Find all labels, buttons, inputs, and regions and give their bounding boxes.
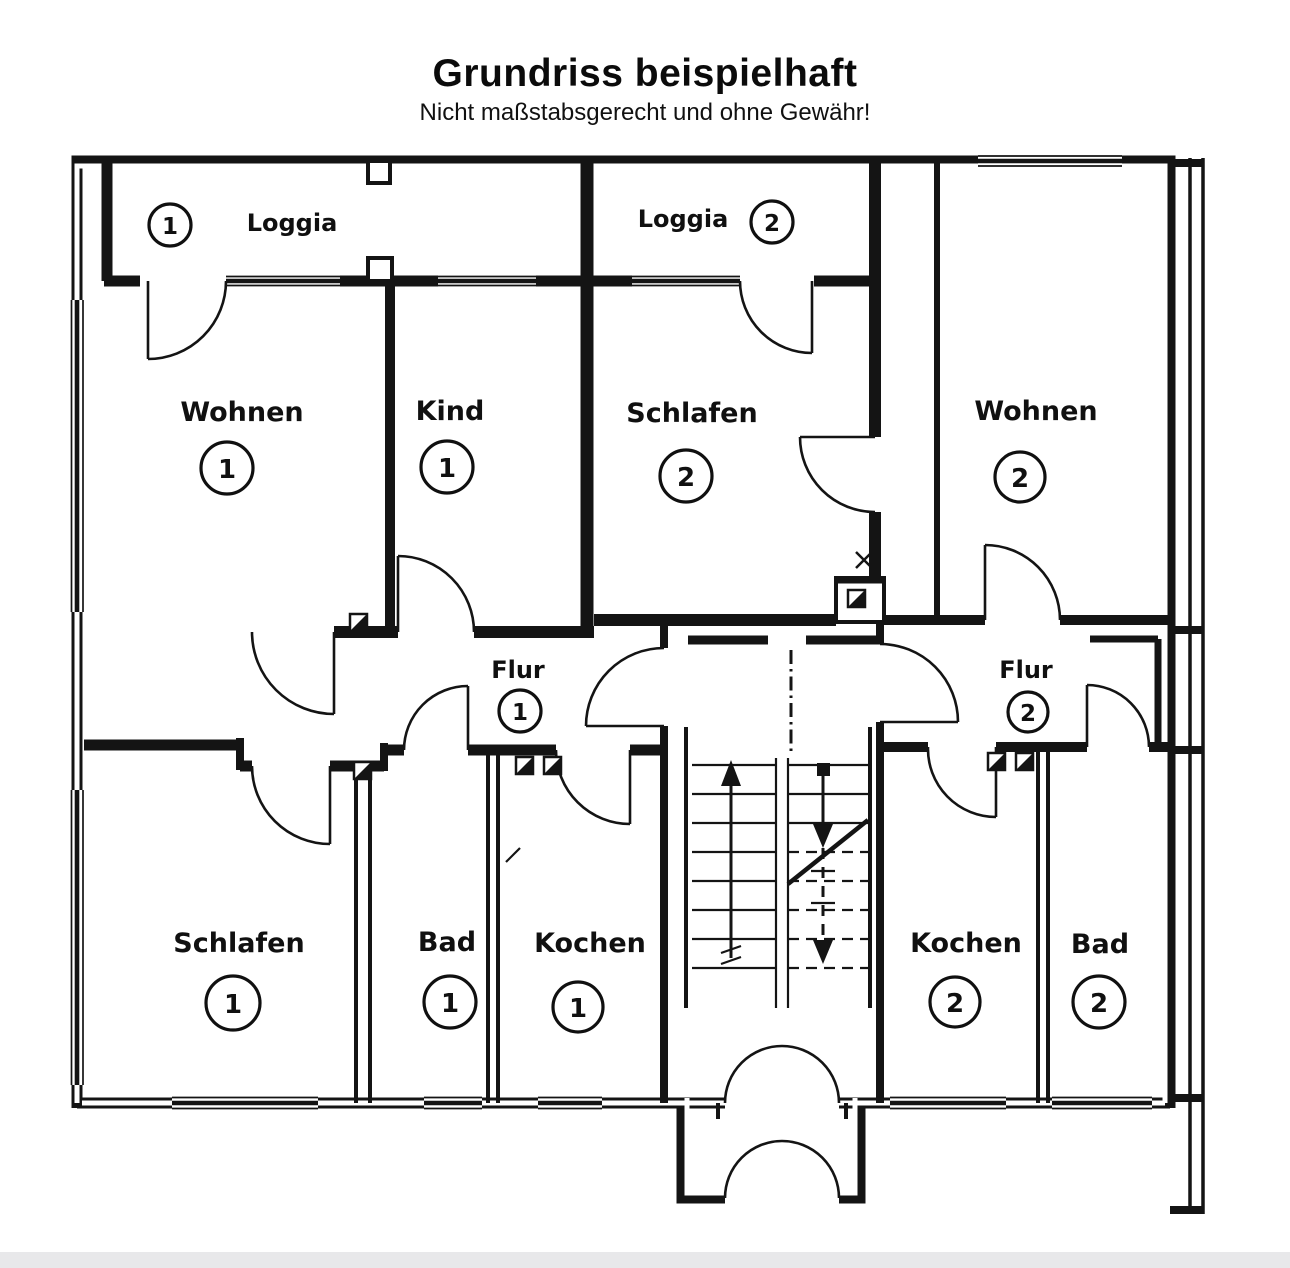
door-landing-flur1 [584, 646, 665, 728]
svg-text:Bad: Bad [418, 927, 476, 958]
door-flur1-kochen1 [554, 749, 632, 826]
door-flur2-bad2 [1085, 683, 1151, 748]
svg-text:Loggia: Loggia [638, 205, 729, 233]
stairs-up-arrow [720, 760, 742, 966]
meter-icon [1014, 751, 1035, 772]
room-label-wohnen1: Wohnen 1 [180, 397, 304, 496]
meter-icon [846, 588, 867, 609]
stair-break-line [786, 818, 870, 886]
door-flur1-bad1 [402, 684, 470, 751]
svg-text:1: 1 [512, 700, 528, 726]
room-label-schlafen2: Schlafen 2 [626, 398, 758, 504]
svg-text:2: 2 [1011, 464, 1029, 494]
scan-bottom-bar [0, 1252, 1290, 1268]
staircase [692, 650, 870, 1008]
svg-text:Bad: Bad [1071, 929, 1129, 960]
room-label-kind1: Kind 1 [416, 396, 485, 495]
room-label-wohnen2: Wohnen 2 [974, 396, 1098, 504]
svg-text:1: 1 [569, 994, 587, 1024]
door-flur1-schlafen1 [250, 765, 332, 846]
svg-text:Wohnen: Wohnen [180, 397, 303, 428]
meter-icon [348, 612, 369, 633]
page-title: Grundriss beispielhaft [432, 52, 858, 95]
door-kind1-flur1 [396, 554, 476, 633]
room-label-loggia1: 1 Loggia [147, 202, 338, 248]
svg-text:1: 1 [438, 454, 456, 484]
door-flur2-wohnen2 [983, 543, 1062, 621]
adjacent-building-walls [1170, 158, 1205, 1214]
room-label-flur2: Flur 2 [999, 656, 1053, 734]
room-label-bad2: Bad 2 [1071, 929, 1129, 1030]
svg-text:2: 2 [764, 211, 780, 237]
door-wohnen1-flur1 [250, 631, 336, 716]
meter-icon [542, 755, 563, 776]
meter-icon [514, 755, 535, 776]
door-flur2-kochen2 [926, 746, 998, 819]
svg-text:2: 2 [677, 463, 695, 493]
door-loggia2-schlafen2 [738, 280, 814, 355]
svg-text:Schlafen: Schlafen [626, 398, 757, 429]
svg-text:Kochen: Kochen [534, 928, 646, 959]
stairs-down-arrow [811, 763, 835, 964]
room-label-schlafen1: Schlafen 1 [173, 928, 305, 1032]
page-subtitle: Nicht maßstabsgerecht und ohne Gewähr! [419, 99, 871, 126]
wall-x-mark [855, 551, 873, 569]
door-landing-flur2 [879, 642, 960, 724]
svg-text:Flur: Flur [999, 656, 1053, 684]
svg-text:Wohnen: Wohnen [974, 396, 1097, 427]
room-label-bad1: Bad 1 [418, 927, 478, 1030]
room-label-flur1: Flur 1 [491, 656, 545, 734]
svg-text:1: 1 [218, 455, 236, 485]
room-label-loggia2: Loggia 2 [638, 199, 795, 245]
svg-text:1: 1 [162, 214, 178, 240]
loggia-pillar-base [366, 256, 394, 283]
meter-symbols [348, 588, 1035, 781]
room-label-kochen2: Kochen 2 [910, 928, 1022, 1029]
svg-text:Kochen: Kochen [910, 928, 1022, 959]
svg-text:Schlafen: Schlafen [173, 928, 304, 959]
exterior-walls [71, 155, 1176, 1204]
svg-text:2: 2 [1020, 701, 1036, 727]
svg-text:Kind: Kind [416, 396, 485, 427]
svg-text:Loggia: Loggia [247, 209, 338, 237]
svg-text:1: 1 [224, 990, 242, 1020]
entrance-outer-double-door [723, 1139, 841, 1199]
windows [69, 154, 1152, 1111]
svg-text:Flur: Flur [491, 656, 545, 684]
svg-text:2: 2 [1090, 989, 1108, 1019]
door-loggia1-wohnen1 [146, 280, 228, 361]
meter-icon [352, 760, 373, 781]
door-schlafen2 [798, 435, 876, 514]
room-labels: 1 Loggia Loggia 2 Wohnen 1 Kind 1 Schlaf… [147, 199, 1129, 1034]
meter-icon [986, 751, 1007, 772]
svg-text:2: 2 [946, 989, 964, 1019]
loggia-pillar [366, 159, 392, 185]
room-label-kochen1: Kochen 1 [534, 928, 646, 1034]
svg-text:1: 1 [441, 989, 459, 1019]
interior-walls [84, 159, 1170, 1119]
wall-tick-mark [505, 847, 521, 863]
entrance-inner-double-door [723, 1044, 841, 1104]
